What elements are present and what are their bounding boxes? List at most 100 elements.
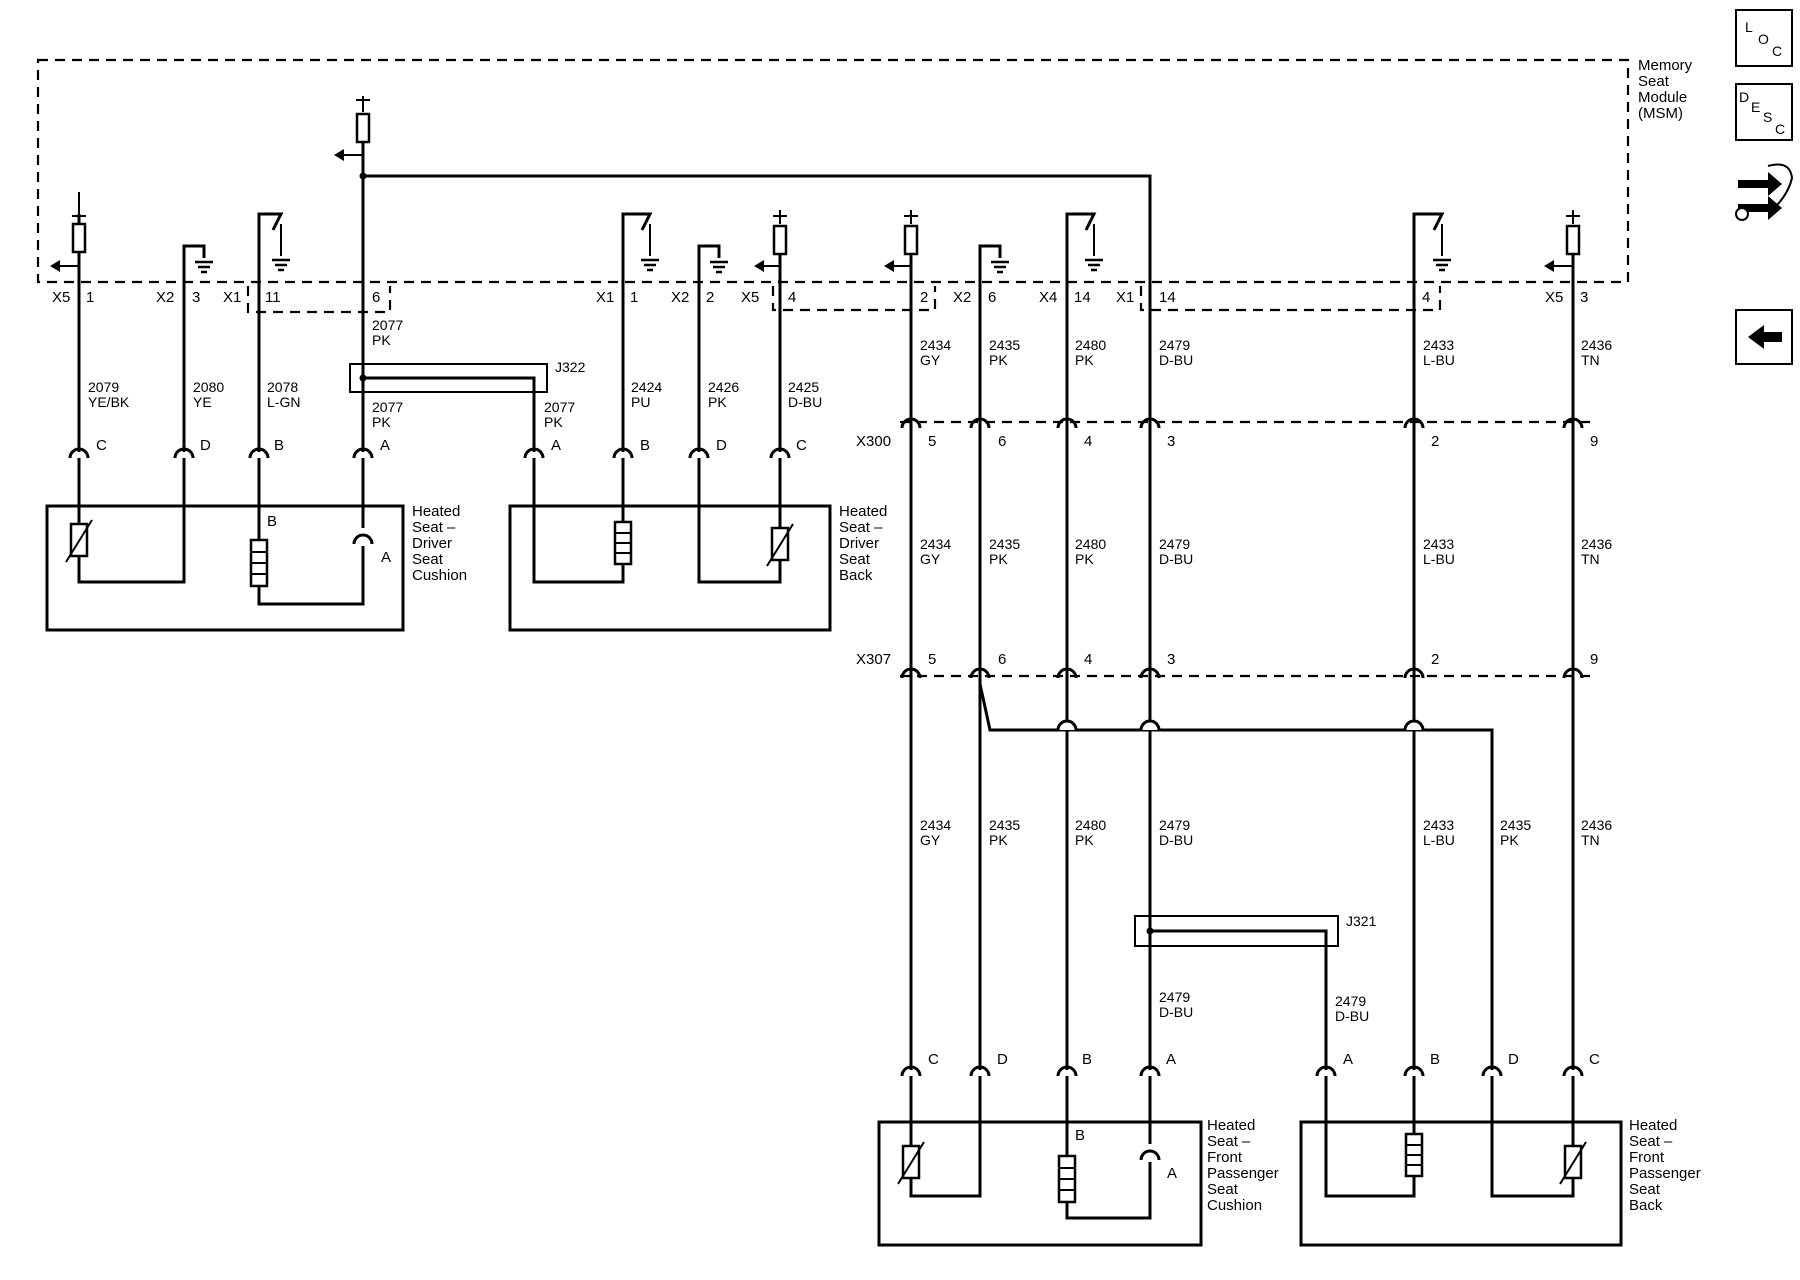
pin-2-b: 2 (920, 289, 928, 306)
svg-text:PK: PK (1500, 832, 1519, 848)
msm-title-line-3: Module (1638, 89, 1687, 106)
svg-text:6: 6 (998, 651, 1006, 668)
conn-x2-c: X2 (953, 289, 971, 306)
svg-text:2480: 2480 (1075, 536, 1106, 552)
svg-text:D-BU: D-BU (1159, 832, 1193, 848)
svg-text:2436: 2436 (1581, 817, 1612, 833)
svg-text:YE: YE (193, 394, 212, 410)
svg-text:TN: TN (1581, 832, 1600, 848)
svg-text:Seat –: Seat – (1207, 1133, 1251, 1150)
desc-letter-2: E (1751, 99, 1760, 115)
splice-j321-box (1134, 915, 1339, 947)
svg-text:3: 3 (1167, 651, 1175, 668)
svg-text:YE/BK: YE/BK (88, 394, 130, 410)
desc-letter-1: D (1739, 89, 1749, 105)
svg-text:B: B (267, 513, 277, 530)
svg-text:2436: 2436 (1581, 337, 1612, 353)
svg-text:TN: TN (1581, 551, 1600, 567)
svg-text:3: 3 (1167, 433, 1175, 450)
svg-text:B: B (1082, 1051, 1092, 1068)
svg-text:5: 5 (928, 433, 936, 450)
svg-text:PK: PK (989, 551, 1008, 567)
svg-text:L-GN: L-GN (267, 394, 300, 410)
svg-text:2479: 2479 (1335, 993, 1366, 1009)
svg-text:A: A (551, 437, 561, 454)
svg-text:2078: 2078 (267, 379, 298, 395)
svg-text:PK: PK (544, 414, 563, 430)
conn-x1-a: X1 (223, 289, 241, 306)
svg-text:C: C (1589, 1051, 1600, 1068)
svg-text:Cushion: Cushion (1207, 1197, 1262, 1214)
svg-text:Front: Front (1207, 1149, 1243, 1166)
svg-text:Seat: Seat (839, 551, 871, 568)
svg-text:Seat: Seat (412, 551, 444, 568)
svg-text:TN: TN (1581, 352, 1600, 368)
svg-text:2479: 2479 (1159, 536, 1190, 552)
desc-letter-3: S (1763, 109, 1772, 125)
pin-1-b: 1 (630, 289, 638, 306)
connector-tool-icon[interactable] (1735, 163, 1794, 221)
svg-text:2480: 2480 (1075, 817, 1106, 833)
svg-text:Seat: Seat (1207, 1181, 1239, 1198)
svg-text:D-BU: D-BU (1159, 1004, 1193, 1020)
svg-text:Heated: Heated (412, 503, 460, 520)
svg-text:L-BU: L-BU (1423, 352, 1455, 368)
conn-x1-b: X1 (596, 289, 614, 306)
svg-text:D-BU: D-BU (1159, 551, 1193, 567)
svg-text:B: B (1430, 1051, 1440, 1068)
svg-text:B: B (274, 437, 284, 454)
msm-title-line-4: (MSM) (1638, 105, 1683, 122)
passenger-seat-cushion-component: B A (877, 1076, 1203, 1247)
loc-letter-2: O (1758, 31, 1769, 47)
svg-text:B: B (1075, 1127, 1085, 1144)
msm-connector-brackets (246, 286, 1442, 314)
svg-text:PK: PK (989, 832, 1008, 848)
svg-text:2434: 2434 (920, 536, 951, 552)
svg-text:D: D (997, 1051, 1008, 1068)
driver-seat-back-component (508, 458, 832, 632)
conn-x5-b: X5 (741, 289, 759, 306)
desc-letter-4: C (1775, 121, 1785, 137)
back-button[interactable] (1735, 309, 1793, 365)
svg-text:Passenger: Passenger (1629, 1165, 1701, 1182)
svg-text:2435: 2435 (989, 536, 1020, 552)
svg-text:2479: 2479 (1159, 817, 1190, 833)
msm-internal-circuits (50, 96, 1581, 282)
svg-text:2426: 2426 (708, 379, 739, 395)
passenger-seat-back-component (1299, 1076, 1623, 1247)
svg-text:2434: 2434 (920, 817, 951, 833)
pin-4-b: 4 (1422, 289, 1430, 306)
pin-14-a: 14 (1074, 289, 1091, 306)
svg-text:GY: GY (920, 352, 941, 368)
pin-14-b: 14 (1159, 289, 1176, 306)
svg-text:PK: PK (1075, 551, 1094, 567)
conn-x2-b: X2 (671, 289, 689, 306)
svg-text:Back: Back (1629, 1197, 1663, 1214)
passenger-seat-back-label: Heated Seat – Front Passenger Seat Back (1629, 1117, 1701, 1214)
svg-text:2079: 2079 (88, 379, 119, 395)
splice-j322-box (349, 363, 548, 393)
svg-text:C: C (96, 437, 107, 454)
svg-text:PK: PK (1075, 352, 1094, 368)
svg-text:2080: 2080 (193, 379, 224, 395)
conn-x5-c: X5 (1545, 289, 1563, 306)
desc-button[interactable]: D E S C (1735, 83, 1793, 141)
svg-text:PU: PU (631, 394, 650, 410)
svg-text:PK: PK (1075, 832, 1094, 848)
svg-text:Seat –: Seat – (412, 519, 456, 536)
loc-letter-3: C (1772, 43, 1782, 59)
pin-11: 11 (265, 289, 281, 306)
msm-title-line-1: Memory (1638, 57, 1693, 74)
passenger-seat-cushion-label: Heated Seat – Front Passenger Seat Cushi… (1207, 1117, 1279, 1214)
svg-text:A: A (1166, 1051, 1176, 1068)
driver-seat-cushion-component: B A (45, 458, 405, 632)
loc-button[interactable]: L O C (1735, 9, 1793, 67)
svg-text:2424: 2424 (631, 379, 662, 395)
svg-text:D-BU: D-BU (1159, 352, 1193, 368)
svg-text:Seat –: Seat – (1629, 1133, 1673, 1150)
svg-text:Seat: Seat (1629, 1181, 1661, 1198)
svg-text:2077: 2077 (544, 399, 575, 415)
msm-title-line-2: Seat (1638, 73, 1670, 90)
